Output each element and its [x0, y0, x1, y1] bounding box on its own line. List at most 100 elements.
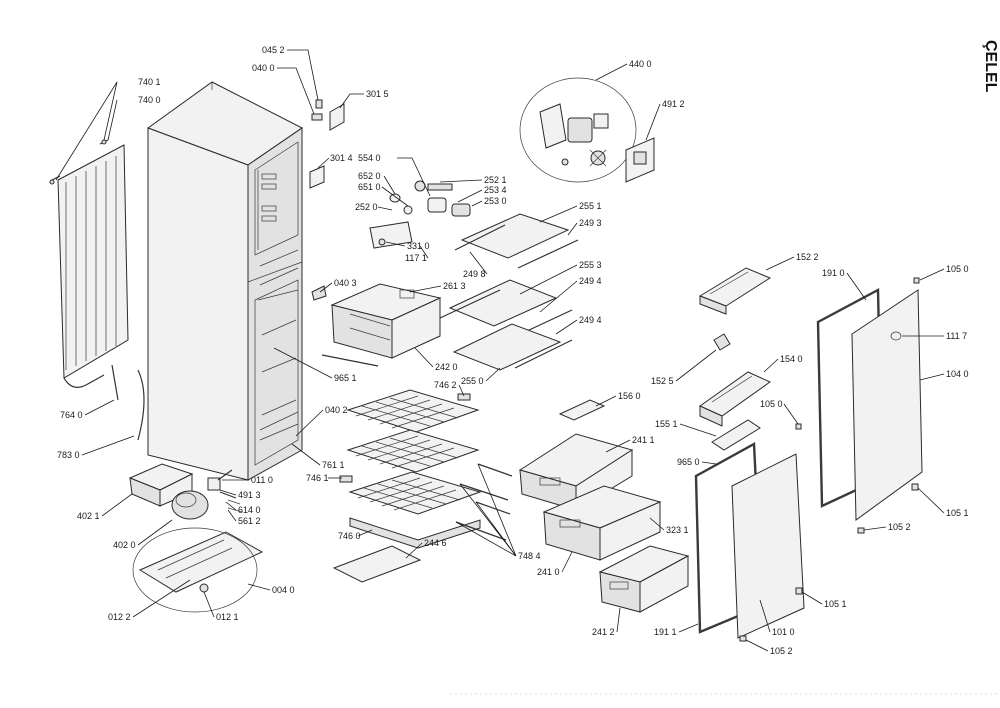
crisper-drawer-242: [330, 283, 442, 359]
cabinet: [146, 81, 303, 481]
label-105-2-bottom: 105 2: [770, 646, 793, 656]
label-331-0: 331 0: [407, 241, 430, 251]
label-965-1: 965 1: [334, 373, 357, 383]
label-249-4b: 249 4: [579, 315, 602, 325]
fan-assembly-440: [519, 77, 637, 183]
label-105-0-top: 105 0: [946, 264, 969, 274]
label-105-1-bottom: 105 1: [824, 599, 847, 609]
upper-door-104-0: [851, 289, 923, 521]
compressor-assembly: [128, 463, 264, 593]
corner-mark: ÇELEL: [982, 40, 999, 93]
label-255-1: 255 1: [579, 201, 602, 211]
label-104-0: 104 0: [946, 369, 969, 379]
label-651-0: 651 0: [358, 182, 381, 192]
part-156-0: [558, 399, 606, 421]
label-105-0-mid: 105 0: [760, 399, 783, 409]
label-740-0: 740 0: [138, 95, 161, 105]
label-040-2: 040 2: [325, 405, 348, 415]
rails-748: [455, 463, 513, 541]
part-301-4: [309, 165, 325, 189]
label-965-0: 965 0: [677, 457, 700, 467]
label-255-3: 255 3: [579, 260, 602, 270]
label-746-0: 746 0: [338, 531, 361, 541]
label-301-4: 301 4: [330, 153, 353, 163]
label-045-2: 045 2: [262, 45, 285, 55]
leader-lines: [55, 49, 945, 652]
label-614-0: 614 0: [238, 505, 261, 515]
label-117-1: 117 1: [405, 253, 427, 263]
part-301-5: [329, 103, 345, 131]
label-261-3: 261 3: [443, 281, 466, 291]
part-045: [315, 99, 323, 109]
label-323-1: 323 1: [666, 525, 689, 535]
lamp-holder-491-2: [625, 137, 655, 183]
hinge-105-2-top: [857, 527, 865, 534]
label-105-2-top: 105 2: [888, 522, 911, 532]
label-241-2: 241 2: [592, 627, 615, 637]
label-249-8: 249 8: [463, 269, 486, 279]
label-242-0: 242 0: [435, 362, 458, 372]
label-040-3: 040 3: [334, 278, 357, 288]
wire-baskets: [346, 389, 482, 549]
label-155-1: 155 1: [655, 419, 678, 429]
label-491-3: 491 3: [238, 490, 261, 500]
hinge-pin-105-0-top: [913, 277, 920, 284]
label-040-0: 040 0: [252, 63, 275, 73]
label-255-0: 255 0: [461, 376, 484, 386]
door-shelf-154-0: [699, 371, 771, 427]
label-244-6: 244 6: [424, 538, 447, 548]
part-040-3: [311, 285, 327, 301]
part-152-5: [713, 333, 731, 351]
label-101-0: 101 0: [772, 627, 795, 637]
label-748-4: 748 4: [518, 551, 541, 561]
label-301-5: 301 5: [366, 89, 389, 99]
thermostat-assembly: [369, 180, 471, 249]
label-652-0: 652 0: [358, 171, 381, 181]
hinge-105-1-bottom: [795, 587, 803, 595]
label-746-2: 746 2: [434, 380, 457, 390]
label-152-5: 152 5: [651, 376, 674, 386]
label-746-1: 746 1: [306, 473, 329, 483]
label-004-0: 004 0: [272, 585, 295, 595]
label-253-4: 253 4: [484, 185, 507, 195]
label-156-0: 156 0: [618, 391, 641, 401]
rail-965-1: [321, 354, 379, 367]
label-252-1: 252 1: [484, 175, 507, 185]
hinge-105-1-top: [911, 483, 919, 491]
label-554-0: 554 0: [358, 153, 381, 163]
label-440-0: 440 0: [629, 59, 652, 69]
hinge-pin-105-0-mid: [795, 423, 802, 430]
glass-shelves: [439, 213, 579, 371]
hinge-105-2-bottom: [739, 635, 747, 642]
label-402-0: 402 0: [113, 540, 136, 550]
label-154-0: 154 0: [780, 354, 803, 364]
label-561-2: 561 2: [238, 516, 261, 526]
label-191-1: 191 1: [654, 627, 677, 637]
lower-door-101-0: [731, 453, 805, 639]
part-746-2: [457, 393, 471, 401]
plate-244-6: [332, 545, 422, 583]
label-012-2: 012 2: [108, 612, 131, 622]
label-764-0: 764 0: [60, 410, 83, 420]
label-783-0: 783 0: [57, 450, 80, 460]
label-761-1: 761 1: [322, 460, 345, 470]
part-155-1: [711, 419, 761, 451]
label-241-0: 241 0: [537, 567, 560, 577]
label-252-0: 252 0: [355, 202, 378, 212]
condenser: [49, 139, 129, 388]
label-111-7: 111 7: [946, 331, 967, 341]
tube-783: [137, 369, 145, 441]
label-249-4a: 249 4: [579, 276, 602, 286]
door-shelf-152-2: [698, 267, 772, 315]
drawer-241-0: [542, 485, 662, 561]
compressor-callout-circle: [132, 527, 258, 613]
label-241-1: 241 1: [632, 435, 655, 445]
label-105-1-top: 105 1: [946, 508, 969, 518]
label-011-0: 011 0: [251, 475, 273, 485]
part-746-1: [339, 475, 353, 483]
label-402-1: 402 1: [77, 511, 100, 521]
part-040: [311, 113, 323, 121]
label-253-0: 253 0: [484, 196, 507, 206]
label-152-2: 152 2: [796, 252, 819, 262]
